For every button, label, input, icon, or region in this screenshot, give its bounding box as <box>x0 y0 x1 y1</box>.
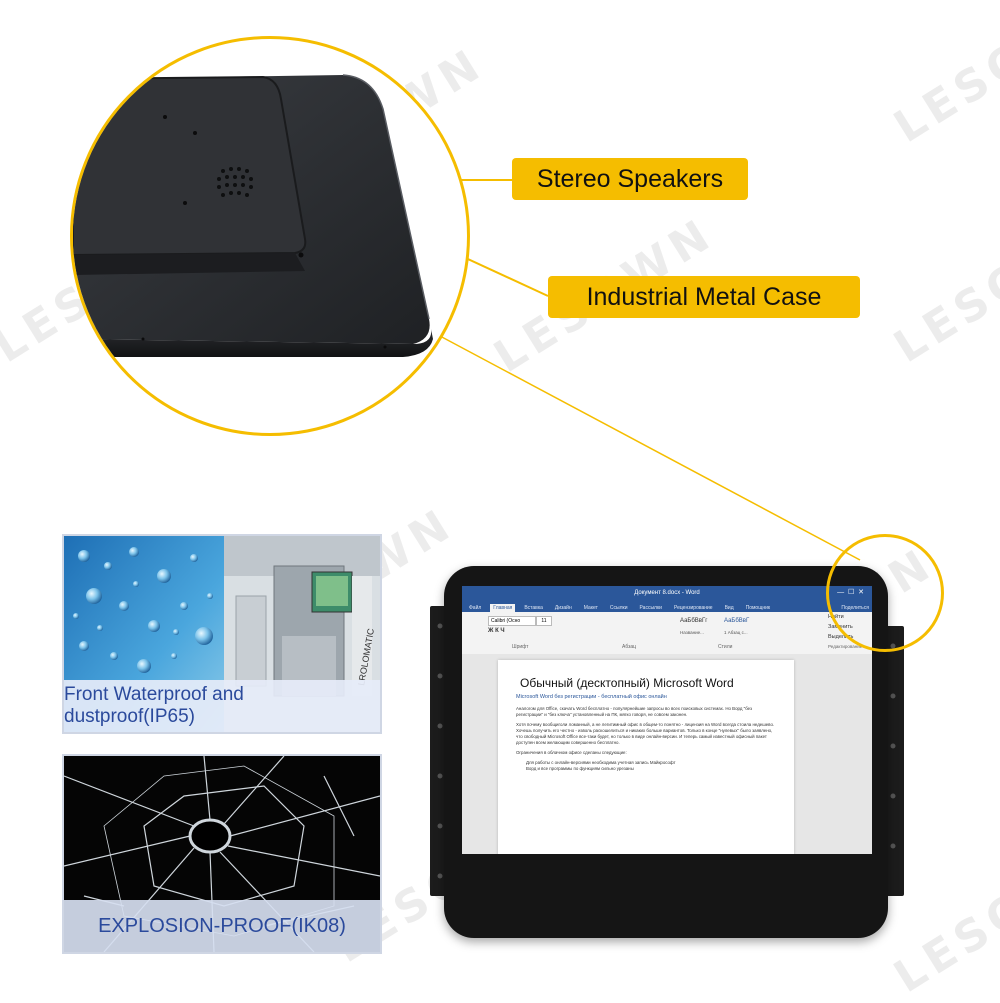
tab-layout[interactable]: Макет <box>583 605 598 611</box>
group-editing-label: Редактирование <box>828 644 863 649</box>
group-font-label: Шрифт <box>512 644 529 650</box>
explosion-caption: EXPLOSION-PROOF(IK08) <box>64 900 380 952</box>
document-subtitle: Microsoft Word без регистрации - бесплат… <box>516 694 667 700</box>
document-bullet: Для работы с онлайн-версиями необходима … <box>526 760 676 765</box>
bold-italic-row[interactable]: Ж К Ч <box>488 628 505 634</box>
document-paragraph: Ограничения в облачном офисе сделаны сле… <box>516 750 627 755</box>
tab-file[interactable]: Файл <box>469 605 482 611</box>
ribbon: Calibri (Осно 11 Ж К Ч Шрифт Абзац АаБбВ… <box>462 612 872 655</box>
document-paragraph: Хотя почему вообщиголи ломанный, а не ле… <box>516 722 775 745</box>
ribbon-tabs: Файл Главная Вставка Дизайн Макет Ссылки… <box>462 600 872 612</box>
document-area: Обычный (десктопный) Microsoft Word Micr… <box>462 654 872 854</box>
corner-highlight-circle <box>826 534 944 652</box>
font-name-box[interactable]: Calibri (Осно <box>488 616 536 626</box>
waterproof-panel: LROLOMATIC Front Waterproof and dustproo… <box>62 534 382 734</box>
style-normal[interactable]: АаБбВвГг <box>680 618 708 624</box>
style-name-2: 1 Абзац с... <box>724 630 748 635</box>
document-bullet: Ворд и все программы по функциям сильно … <box>526 766 634 771</box>
tab-view[interactable]: Вид <box>724 605 734 611</box>
document-page[interactable]: Обычный (десктопный) Microsoft Word Micr… <box>498 660 794 854</box>
speaker-grille <box>217 167 253 197</box>
group-styles-label: Стили <box>718 644 733 650</box>
monitor-screen: Документ 8.docx - Word — ☐ ✕ Файл Главна… <box>462 586 872 854</box>
style-heading[interactable]: АаБбВвГ <box>724 618 750 624</box>
word-window-title: Документ 8.docx - Word <box>634 590 700 596</box>
metal-case-label: Industrial Metal Case <box>548 276 860 318</box>
metal-case-closeup <box>73 74 433 357</box>
tab-design[interactable]: Дизайн <box>554 605 572 611</box>
tab-mailings[interactable]: Рассылки <box>639 605 662 611</box>
document-title: Обычный (десктопный) Microsoft Word <box>520 676 734 690</box>
tab-home[interactable]: Главная <box>490 604 516 612</box>
zoom-circle <box>70 36 470 436</box>
document-paragraph: Аналогом для Office, скачать Word беспла… <box>516 706 753 717</box>
select-item[interactable]: Выделить <box>828 634 854 640</box>
word-titlebar: Документ 8.docx - Word — ☐ ✕ <box>462 586 872 600</box>
tab-references[interactable]: Ссылки <box>609 605 628 611</box>
tab-review[interactable]: Рецензирование <box>673 605 713 611</box>
stereo-speakers-label: Stereo Speakers <box>512 158 748 200</box>
explosion-panel: EXPLOSION-PROOF(IK08) <box>62 754 382 954</box>
group-paragraph-label: Абзац <box>622 644 637 650</box>
style-name-1: Название... <box>680 630 704 635</box>
waterproof-caption: Front Waterproof and dustproof(IP65) <box>64 680 380 732</box>
font-size-box[interactable]: 11 <box>536 616 552 626</box>
tab-insert[interactable]: Вставка <box>524 605 543 611</box>
tab-help[interactable]: Помощник <box>745 605 771 611</box>
